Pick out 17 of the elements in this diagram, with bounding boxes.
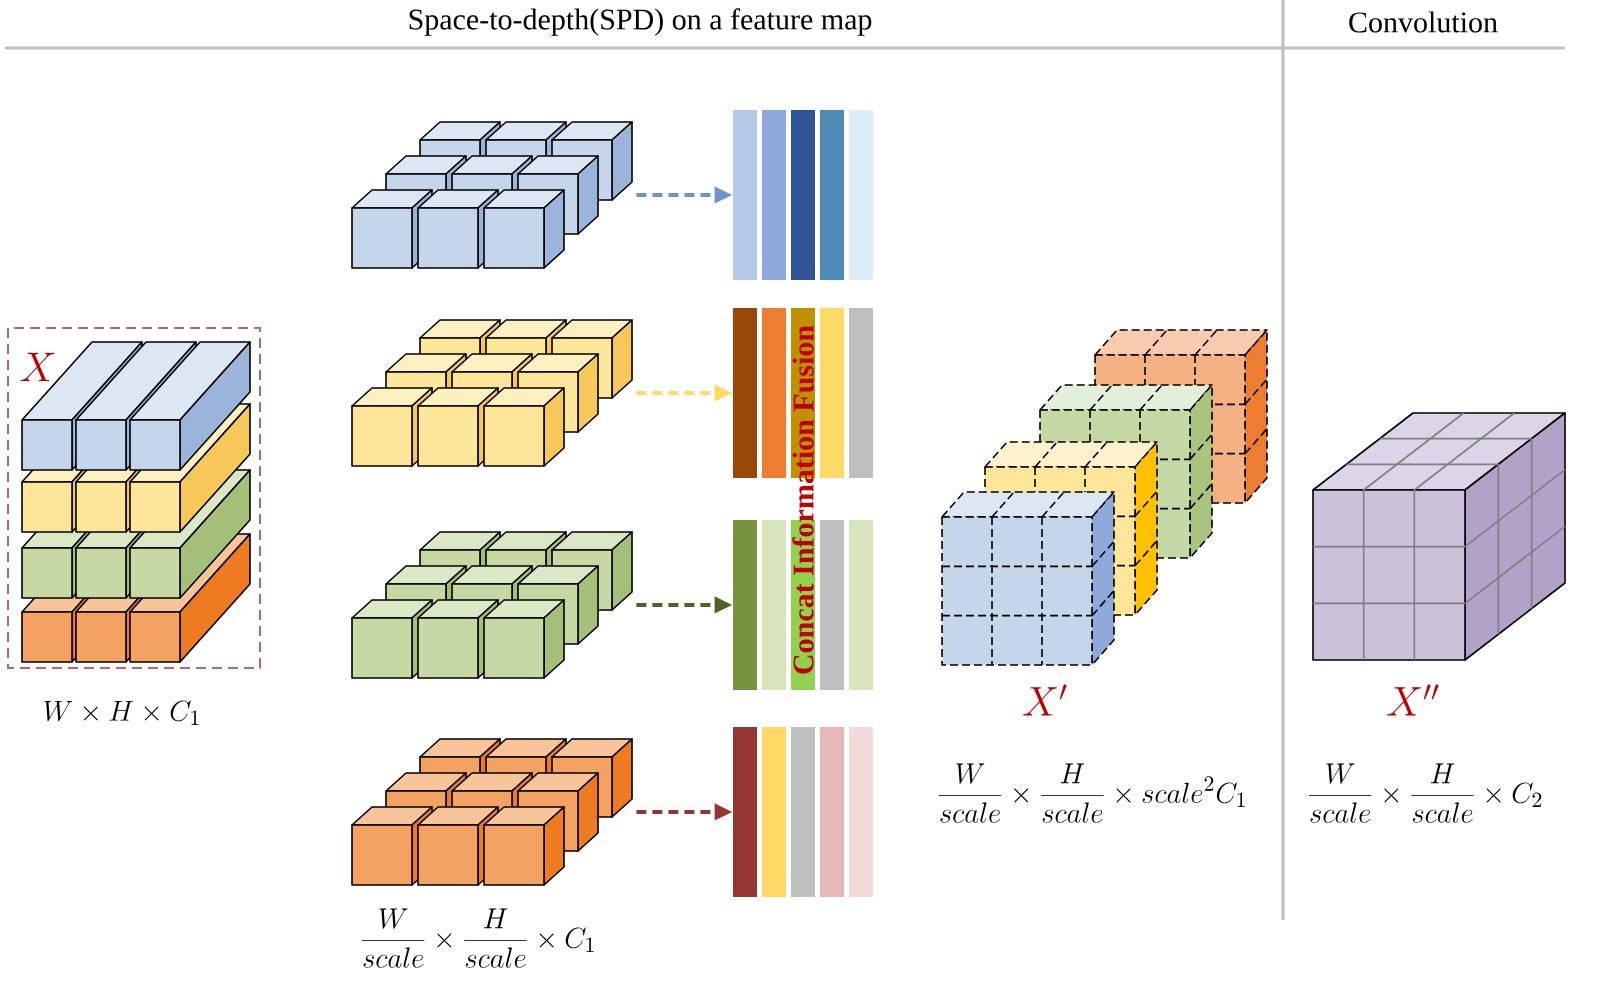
tensor-label: $X'$ — [1023, 684, 1067, 716]
shape-formula: $\frac{W}{scale} \times \frac{H}{scale} \times scale^2 C_1$ — [938, 763, 1245, 823]
cube-grid-drawing — [351, 319, 633, 467]
heading: Space-to-depth(SPD) on a feature map — [409, 8, 872, 36]
channel-bars — [733, 110, 873, 280]
cube-grid-drawing — [351, 531, 633, 679]
cube-grid-drawing — [351, 738, 633, 886]
tensor-label: $X''$ — [1387, 684, 1439, 716]
shape-formula: $\frac{W}{scale} \times \frac{H}{scale} \times C_1$ — [362, 908, 594, 968]
rotated-label: Concat — [793, 583, 814, 674]
shape-formula: $W \times H \times C_1$ — [44, 700, 199, 725]
channel-bars — [733, 727, 873, 897]
shape-formula: $\frac{W}{scale} \times \frac{H}{scale} \times C_2$ — [1309, 763, 1542, 823]
cube-grid-drawing — [351, 121, 633, 269]
heading: Convolution — [1349, 11, 1498, 33]
tensor-label: $X$ — [20, 352, 55, 382]
rotated-label: Information Fusion — [792, 325, 814, 575]
